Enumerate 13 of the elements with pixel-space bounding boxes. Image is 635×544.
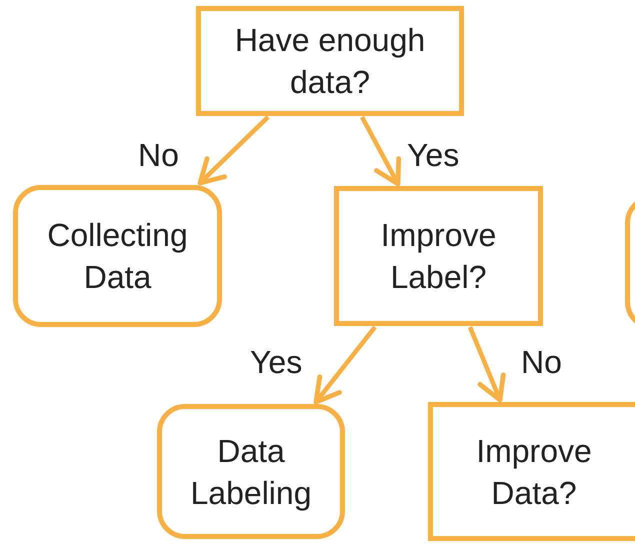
arrow xyxy=(468,326,506,402)
edge-label: No xyxy=(138,137,179,173)
edge-label: Yes xyxy=(407,137,460,173)
decision-box: Have enough data? xyxy=(196,6,464,116)
process-box: Collecting Data xyxy=(13,185,222,327)
arrow xyxy=(314,326,377,404)
edge-label: No xyxy=(521,344,562,380)
arrow xyxy=(198,115,270,186)
decision-box: Improve Label? xyxy=(334,186,543,326)
process-box: Data Labeling xyxy=(157,404,345,539)
edge-label: Yes xyxy=(250,344,302,380)
decision-box: Improve Data? xyxy=(428,402,635,541)
arrow xyxy=(360,116,402,186)
